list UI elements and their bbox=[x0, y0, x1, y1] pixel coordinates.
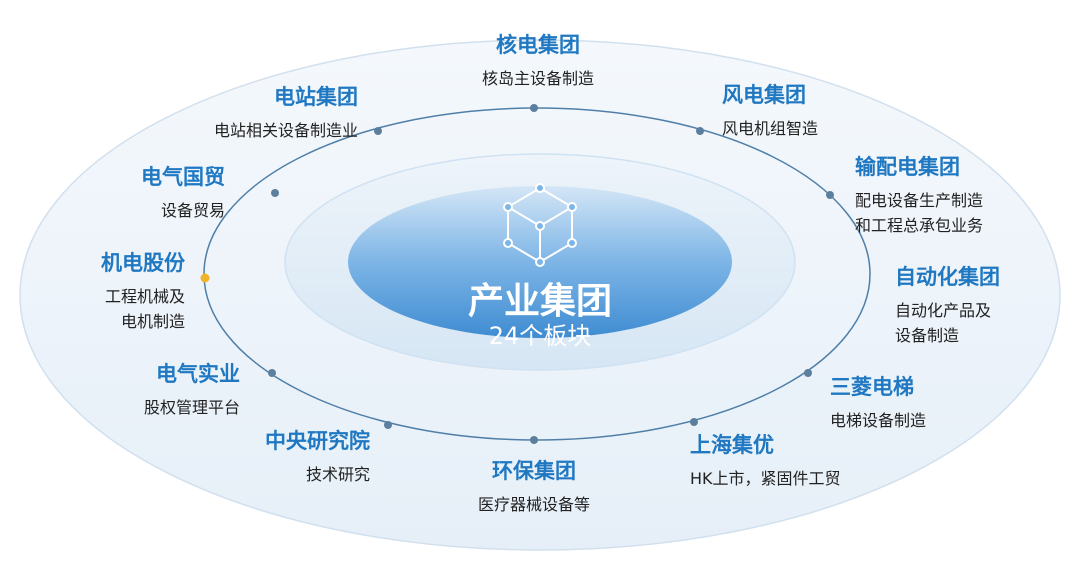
group-desc: 自动化产品及 bbox=[895, 301, 992, 320]
group-industrial: 电气实业股权管理平台 bbox=[144, 364, 240, 420]
group-elevator: 三菱电梯电梯设备制造 bbox=[830, 377, 926, 433]
group-desc: 电站相关设备制造业 bbox=[213, 121, 358, 140]
orbit-dot bbox=[826, 191, 834, 199]
group-desc: 电梯设备制造 bbox=[830, 411, 927, 430]
orbit-dot bbox=[530, 436, 538, 444]
group-automation: 自动化集团自动化产品及设备制造 bbox=[895, 267, 1000, 348]
group-environmental: 环保集团医疗器械设备等 bbox=[478, 461, 590, 517]
group-desc: 电机制造 bbox=[120, 312, 185, 331]
orbit-dot-highlight bbox=[200, 273, 210, 283]
orbit-dot bbox=[690, 418, 698, 426]
group-desc: 风电机组智造 bbox=[722, 119, 819, 138]
group-title: 环保集团 bbox=[491, 459, 576, 483]
group-desc: HK上市，紧固件工贸 bbox=[690, 469, 841, 488]
group-title: 核电集团 bbox=[495, 33, 580, 57]
orbit-dot bbox=[268, 369, 276, 377]
group-title: 电气实业 bbox=[156, 362, 240, 386]
group-desc: 设备制造 bbox=[895, 326, 960, 345]
orbit-dots bbox=[200, 104, 834, 444]
group-title: 风电集团 bbox=[722, 83, 806, 107]
group-research: 中央研究院技术研究 bbox=[265, 431, 370, 487]
orbit-dot bbox=[696, 127, 704, 135]
group-desc: 设备贸易 bbox=[160, 201, 225, 220]
orbit-dot bbox=[374, 127, 382, 135]
group-title: 输配电集团 bbox=[855, 155, 960, 179]
orbit-dot bbox=[384, 421, 392, 429]
group-title: 上海集优 bbox=[690, 433, 774, 457]
orbit-dot bbox=[530, 104, 538, 112]
group-trade: 电气国贸设备贸易 bbox=[141, 167, 225, 223]
cube-network-icon bbox=[503, 183, 577, 267]
group-desc: 和工程总承包业务 bbox=[855, 216, 984, 235]
orbit-dot bbox=[804, 369, 812, 377]
group-title: 自动化集团 bbox=[895, 265, 1000, 289]
group-wind: 风电集团风电机组智造 bbox=[722, 85, 818, 141]
center-subtitle: 24个板块 bbox=[488, 322, 592, 350]
orbit-dot bbox=[271, 189, 279, 197]
group-jiyou: 上海集优 HK上市，紧固件工贸 bbox=[690, 435, 841, 491]
group-desc: 技术研究 bbox=[305, 465, 370, 484]
group-title: 三菱电梯 bbox=[830, 375, 914, 399]
group-mechanical: 机电股份工程机械及电机制造 bbox=[101, 253, 185, 334]
group-title: 机电股份 bbox=[101, 251, 185, 275]
group-transmission: 输配电集团配电设备生产制造和工程总承包业务 bbox=[855, 157, 983, 238]
group-title: 电气国贸 bbox=[141, 165, 225, 189]
group-desc: 股权管理平台 bbox=[143, 398, 240, 417]
group-nuclear: 核电集团核岛主设备制造 bbox=[482, 35, 594, 91]
group-desc: 工程机械及 bbox=[104, 287, 185, 306]
center-title: 产业集团 bbox=[467, 281, 613, 322]
group-title: 电站集团 bbox=[274, 85, 358, 109]
group-desc: 核岛主设备制造 bbox=[481, 69, 595, 88]
group-power-station: 电站集团电站相关设备制造业 bbox=[214, 87, 358, 143]
group-desc: 配电设备生产制造 bbox=[855, 191, 984, 210]
group-desc: 医疗器械设备等 bbox=[477, 495, 591, 514]
group-title: 中央研究院 bbox=[265, 429, 370, 453]
